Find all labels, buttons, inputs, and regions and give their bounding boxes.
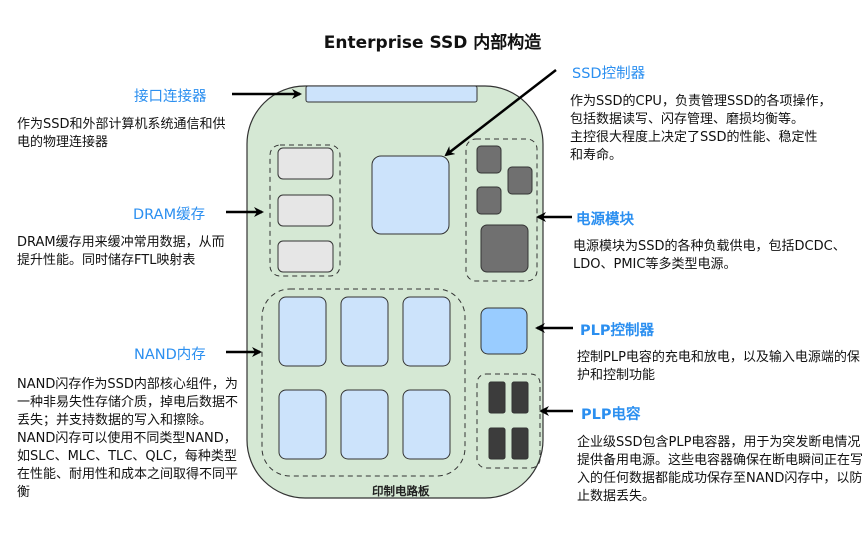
plp-capacitors <box>488 381 529 460</box>
controller-label: SSD控制器 <box>572 66 646 82</box>
nand-chips <box>278 296 451 460</box>
dram-group-outline <box>269 144 341 277</box>
plp-controller-label: PLP控制器 <box>580 323 654 339</box>
plp-capacitor-chip[interactable] <box>488 427 506 460</box>
controller-description-line: 作为SSD的CPU，负责管理SSD的各项操作， <box>570 94 832 109</box>
nand-label: NAND内存 <box>134 347 206 363</box>
nand-chip[interactable] <box>278 296 327 367</box>
plp-capacitor-chip[interactable] <box>488 381 506 414</box>
nand-description: NAND闪存作为SSD内部核心组件，为一种非易失性存储介质，掉电后数据不丢失；并… <box>17 377 239 500</box>
nand-chip[interactable] <box>340 389 389 460</box>
power-group-outline <box>465 138 538 282</box>
connector-description: 作为SSD和外部计算机系统通信和供电的物理连接器 <box>17 117 226 150</box>
plp-controller-chip[interactable] <box>480 307 528 355</box>
nand-chip[interactable] <box>402 296 451 367</box>
controller-description: 作为SSD的CPU，负责管理SSD的各项操作， 包括数据读写、闪存管理、磨损均衡… <box>570 93 860 165</box>
plp-capacitor-chip[interactable] <box>511 381 529 414</box>
plp-capacitor-chip[interactable] <box>511 427 529 460</box>
nand-chip[interactable] <box>278 389 327 460</box>
dram-chip[interactable] <box>277 194 334 227</box>
power-label: 电源模块 <box>576 212 634 228</box>
power-chip[interactable] <box>476 145 502 174</box>
arrow-controller <box>444 69 557 157</box>
nand-chip[interactable] <box>402 389 451 460</box>
plp-capacitor-label: PLP电容 <box>581 407 641 423</box>
plp-controller-description: 控制PLP电容的充电和放电，以及输入电源端的保护和控制功能 <box>577 350 860 383</box>
power-chip[interactable] <box>476 186 502 215</box>
connector-label: 接口连接器 <box>134 89 207 105</box>
connector-chip[interactable] <box>305 85 478 103</box>
controller-description-line: 主控很大程度上决定了SSD的性能、稳定性 <box>570 130 818 145</box>
dram-chips <box>277 147 334 273</box>
controller-chip[interactable] <box>371 155 450 235</box>
plp-capacitor-group-outline <box>476 373 541 469</box>
dram-chip[interactable] <box>277 147 334 180</box>
nand-chip[interactable] <box>340 296 389 367</box>
power-description: 电源模块为SSD的各种负载供电，包括DCDC、LDO、PMIC等多类型电源。 <box>573 239 846 272</box>
controller-description-line: 和寿命。 <box>570 148 623 163</box>
power-chip[interactable] <box>507 166 533 195</box>
diagram-title: Enterprise SSD 内部构造 <box>323 33 542 53</box>
dram-label: DRAM缓存 <box>133 207 206 223</box>
power-chips <box>476 145 533 273</box>
dram-chip[interactable] <box>277 240 334 273</box>
controller-description-line: 包括数据读写、闪存管理、磨损均衡等。 <box>570 112 805 127</box>
power-chip[interactable] <box>480 224 529 273</box>
nand-group-outline <box>261 288 466 477</box>
dram-description: DRAM缓存用来缓冲常用数据，从而提升性能。同时储存FTL映射表 <box>17 235 225 268</box>
plp-capacitor-description: 企业级SSD包含PLP电容器，用于为突发断电情况提供备用电源。这些电容器确保在断… <box>577 435 864 504</box>
pcb-board-label: 印制电路板 <box>372 484 430 498</box>
